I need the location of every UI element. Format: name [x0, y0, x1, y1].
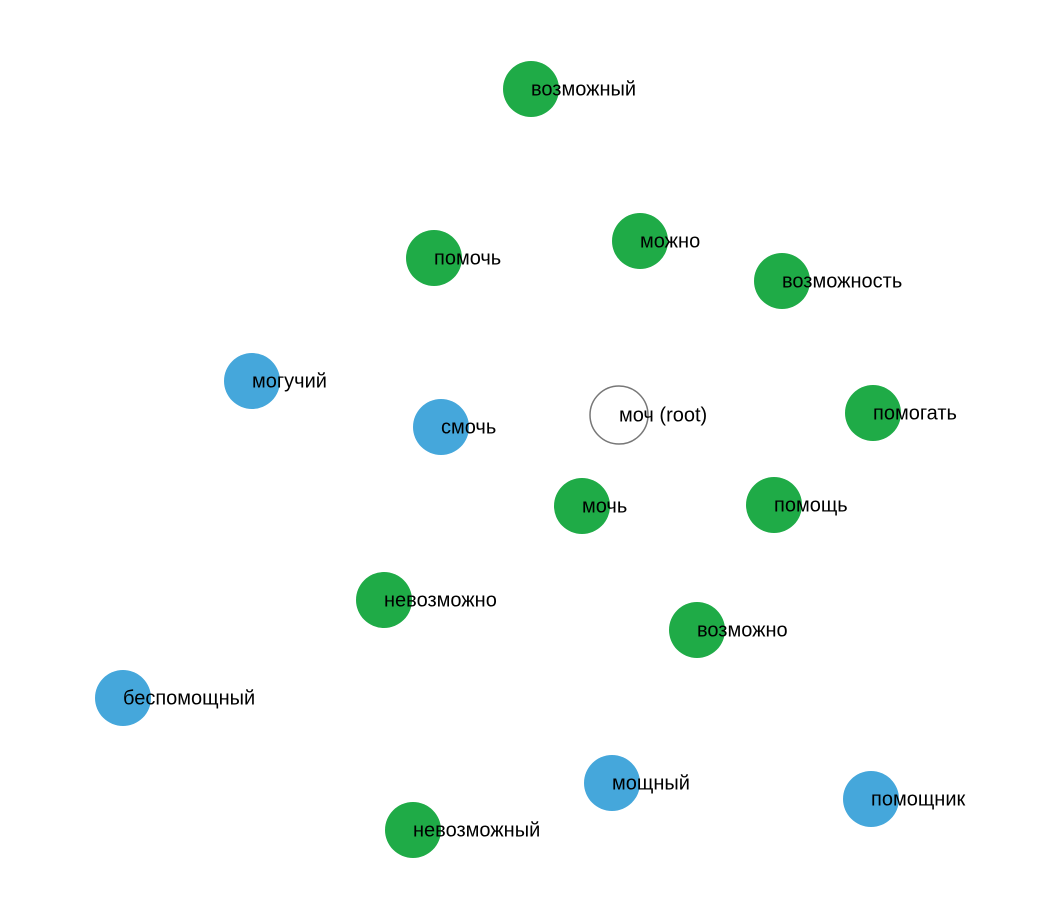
graph-node-n3[interactable]: можно [612, 213, 700, 269]
node-circle[interactable] [612, 213, 668, 269]
node-label: возможно [697, 619, 788, 641]
node-circle[interactable] [406, 230, 462, 286]
node-circle[interactable] [843, 771, 899, 827]
node-circle[interactable] [754, 253, 810, 309]
node-label: могучий [252, 370, 327, 392]
graph-node-n12[interactable]: беспомощный [95, 670, 255, 726]
graph-node-n15[interactable]: невозможный [385, 802, 540, 858]
graph-node-n8[interactable]: мочь [554, 478, 627, 534]
graph-node-n5[interactable]: могучий [224, 353, 327, 409]
node-label: возможный [531, 78, 636, 100]
node-circle[interactable] [669, 602, 725, 658]
node-circle[interactable] [845, 385, 901, 441]
node-circle[interactable] [356, 572, 412, 628]
node-circle[interactable] [385, 802, 441, 858]
node-circle[interactable] [584, 755, 640, 811]
graph-node-n6[interactable]: смочь [413, 399, 496, 455]
graph-node-n1[interactable]: возможный [503, 61, 636, 117]
node-circle[interactable] [413, 399, 469, 455]
graph-node-n2[interactable]: помочь [406, 230, 501, 286]
node-circle[interactable] [554, 478, 610, 534]
node-label: помощь [774, 494, 848, 516]
graph-node-root[interactable]: моч (root) [589, 385, 707, 445]
node-label: возможность [782, 270, 902, 292]
node-label: моч (root) [619, 404, 707, 426]
node-circle[interactable] [589, 385, 649, 445]
node-label: можно [640, 230, 700, 252]
node-label: помогать [873, 402, 957, 424]
graph-node-n4[interactable]: возможность [754, 253, 902, 309]
graph-node-n11[interactable]: возможно [669, 602, 788, 658]
graph-node-n14[interactable]: помощник [843, 771, 965, 827]
node-label: помощник [871, 788, 965, 810]
node-circle[interactable] [746, 477, 802, 533]
graph-node-n10[interactable]: невозможно [356, 572, 497, 628]
graph-node-n9[interactable]: помощь [746, 477, 848, 533]
graph-node-n13[interactable]: мощный [584, 755, 690, 811]
node-label: беспомощный [123, 687, 255, 709]
node-label: мочь [582, 495, 627, 517]
node-circle[interactable] [95, 670, 151, 726]
node-label: помочь [434, 247, 501, 269]
node-circle[interactable] [224, 353, 280, 409]
graph-node-n7[interactable]: помогать [845, 385, 957, 441]
node-label: невозможный [413, 819, 540, 841]
nodes-layer: моч (root) возможный помочь можно возможност… [95, 61, 965, 858]
node-circle[interactable] [503, 61, 559, 117]
node-label: мощный [612, 772, 690, 794]
node-label: смочь [441, 416, 496, 438]
node-label: невозможно [384, 589, 497, 611]
